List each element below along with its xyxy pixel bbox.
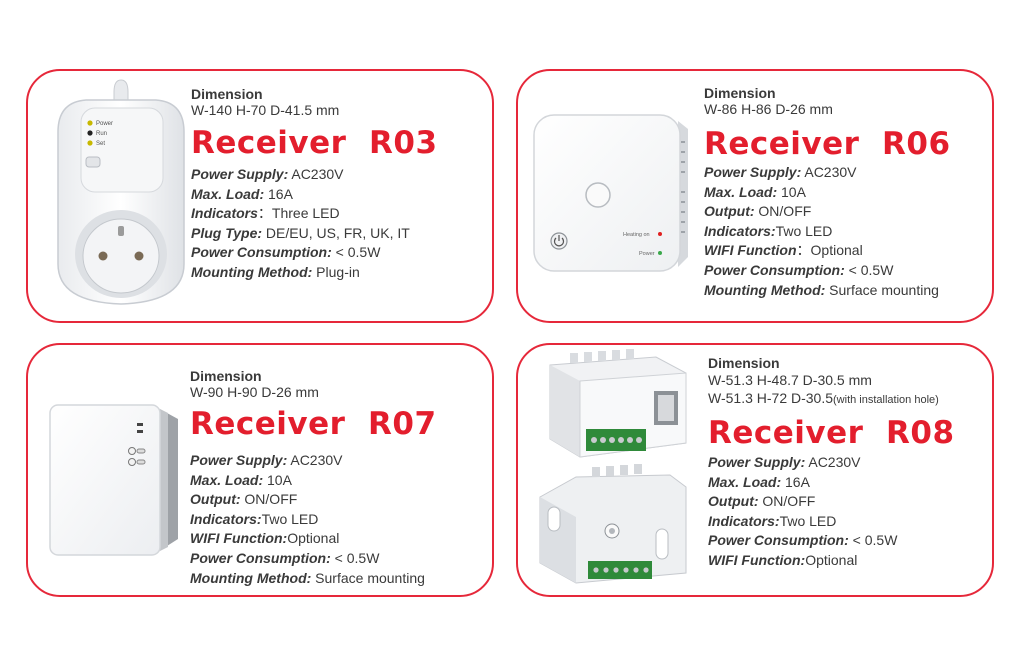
spec-max-load: Max. Load: 16A: [191, 185, 293, 202]
spec-wifi-function: WIFI Function:Optional: [190, 530, 340, 547]
dimension-value: W-86 H-86 D-26 mm: [704, 101, 833, 117]
spec-indicators: Indicators:Two LED: [704, 222, 833, 239]
card-receiver-r06: Heating on Power Dimension W-86 H-86 D-2…: [516, 69, 994, 323]
spec-power-supply: Power Supply: AC230V: [704, 164, 857, 180]
spec-indicators: Indicators:Two LED: [708, 512, 837, 529]
spec-output: Output: ON/OFF: [708, 493, 816, 510]
spec-power-consumption: Power Consumption: < 0.5W: [708, 532, 898, 549]
led-label-heating-on: Heating on: [623, 232, 650, 238]
spec-indicators: Indicators:Two LED: [190, 510, 319, 527]
r08-info: Dimension W-51.3 H-48.7 D-30.5 mm W-51.3…: [708, 355, 955, 571]
spec-max-load: Max. Load: 10A: [190, 471, 292, 488]
spec-power-consumption: Power Consumption: < 0.5W: [190, 549, 380, 566]
dimension-label: Dimension: [190, 368, 262, 384]
product-title: Receiver R08: [708, 415, 955, 451]
spec-power-supply: Power Supply: AC230V: [708, 454, 861, 470]
led-label-power: Power: [639, 251, 655, 257]
dimension-value-2: W-51.3 H-72 D-30.5(with installation hol…: [708, 390, 939, 406]
product-title: Receiver R03: [191, 125, 438, 161]
dimension-label: Dimension: [704, 85, 776, 101]
r06-wall-receiver-image: Heating on Power: [533, 114, 688, 272]
led-label-power: Power: [96, 121, 113, 127]
spec-power-supply: Power Supply: AC230V: [191, 166, 344, 182]
spec-max-load: Max. Load: 16A: [708, 473, 810, 490]
r08-module-bottom-view: [539, 464, 687, 584]
spec-power-consumption: Power Consumption: < 0.5W: [191, 244, 381, 261]
dimension-label: Dimension: [191, 86, 263, 102]
product-title: Receiver R07: [190, 406, 437, 442]
product-title: Receiver R06: [704, 126, 951, 162]
r03-info: Dimension W-140 H-70 D-41.5 mm Receiver …: [191, 86, 438, 283]
spec-power-consumption: Power Consumption: < 0.5W: [704, 261, 894, 278]
r07-info: Dimension W-90 H-90 D-26 mm Receiver R07…: [190, 368, 437, 588]
card-receiver-r08: Dimension W-51.3 H-48.7 D-30.5 mm W-51.3…: [516, 343, 994, 597]
r08-module-top-view: [549, 349, 687, 458]
spec-wifi-function: WIFI Function:Optional: [708, 551, 858, 568]
dimension-label: Dimension: [708, 355, 780, 371]
dimension-value-1: W-51.3 H-48.7 D-30.5 mm: [708, 372, 872, 388]
spec-mounting-method: Mounting Method: Surface mounting: [704, 281, 939, 298]
card-receiver-r03: Power Run Set Dimension W-140 H-70 D-41.…: [26, 69, 494, 323]
spec-mounting-method: Mounting Method: Surface mounting: [190, 569, 425, 586]
r07-wall-receiver-image: [49, 404, 178, 556]
spec-power-supply: Power Supply: AC230V: [190, 452, 343, 468]
spec-output: Output: ON/OFF: [190, 491, 298, 508]
card-receiver-r07: Dimension W-90 H-90 D-26 mm Receiver R07…: [26, 343, 494, 597]
r06-info: Dimension W-86 H-86 D-26 mm Receiver R06…: [704, 85, 951, 300]
spec-mounting-method: Mounting Method: Plug-in: [191, 263, 360, 280]
r03-plug-receiver-image: Power Run Set: [57, 79, 185, 305]
dimension-value: W-90 H-90 D-26 mm: [190, 384, 319, 400]
spec-output: Output: ON/OFF: [704, 203, 812, 220]
spec-indicators: Indicators：Three LED: [191, 205, 340, 222]
dimension-value: W-140 H-70 D-41.5 mm: [191, 102, 340, 118]
led-label-run: Run: [96, 131, 107, 137]
led-label-set: Set: [96, 141, 105, 147]
dimension-note: (with installation hole): [833, 394, 939, 406]
r08-module-receiver-image: [539, 349, 687, 584]
spec-plug-type: Plug Type: DE/EU, US, FR, UK, IT: [191, 224, 410, 241]
spec-wifi-function: WIFI Function：Optional: [704, 242, 863, 259]
spec-max-load: Max. Load: 10A: [704, 183, 806, 200]
